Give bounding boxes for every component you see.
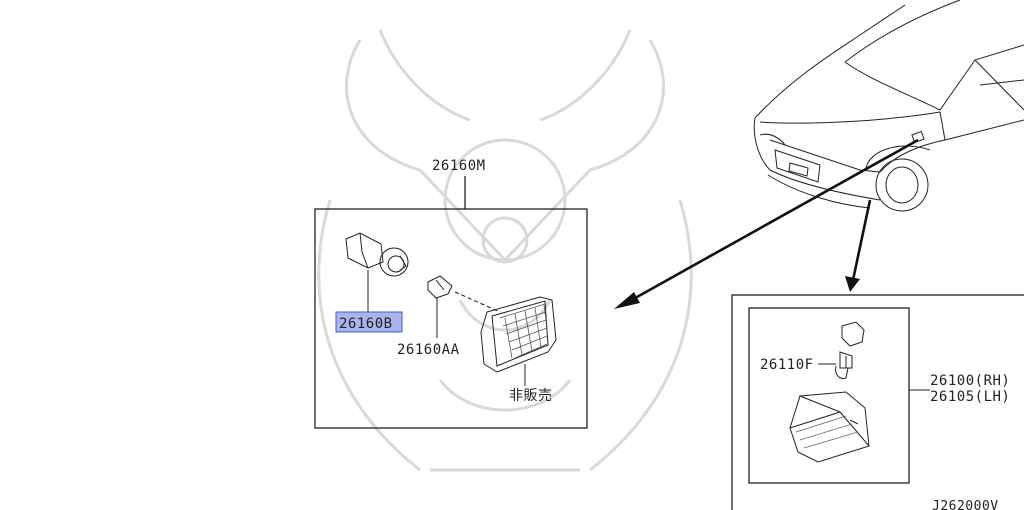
highlight-box	[335, 311, 403, 333]
bulb-socket-drawing	[345, 232, 409, 277]
lamp-rh-label[interactable]: 26100(RH)	[930, 373, 1010, 389]
side-lamp-lens-drawing	[480, 296, 557, 373]
assembly-box-right: 26100(RH) 26105(LH) 26110F	[731, 294, 1024, 510]
assembly-label[interactable]: 26160M	[432, 158, 486, 174]
side-lamp-right-drawing	[789, 391, 870, 463]
bulb-right-label[interactable]: 26110F	[760, 357, 814, 373]
not-for-sale-label[interactable]: 非販売	[509, 388, 553, 404]
bulb-socket-right-drawing	[835, 321, 865, 379]
leader-arrows	[614, 138, 919, 309]
watermark-emblem	[317, 29, 693, 472]
assembly-box-left: 26160M 26160B 26160AA 非販売	[314, 158, 588, 429]
diagram-code: J262000V	[932, 499, 999, 510]
bulb-socket-label[interactable]: 26160B	[339, 316, 393, 332]
lamp-lh-label[interactable]: 26105(LH)	[930, 389, 1010, 405]
bulb-label[interactable]: 26160AA	[397, 342, 460, 358]
car-illustration	[753, 0, 1024, 212]
bulb-drawing	[427, 275, 453, 299]
